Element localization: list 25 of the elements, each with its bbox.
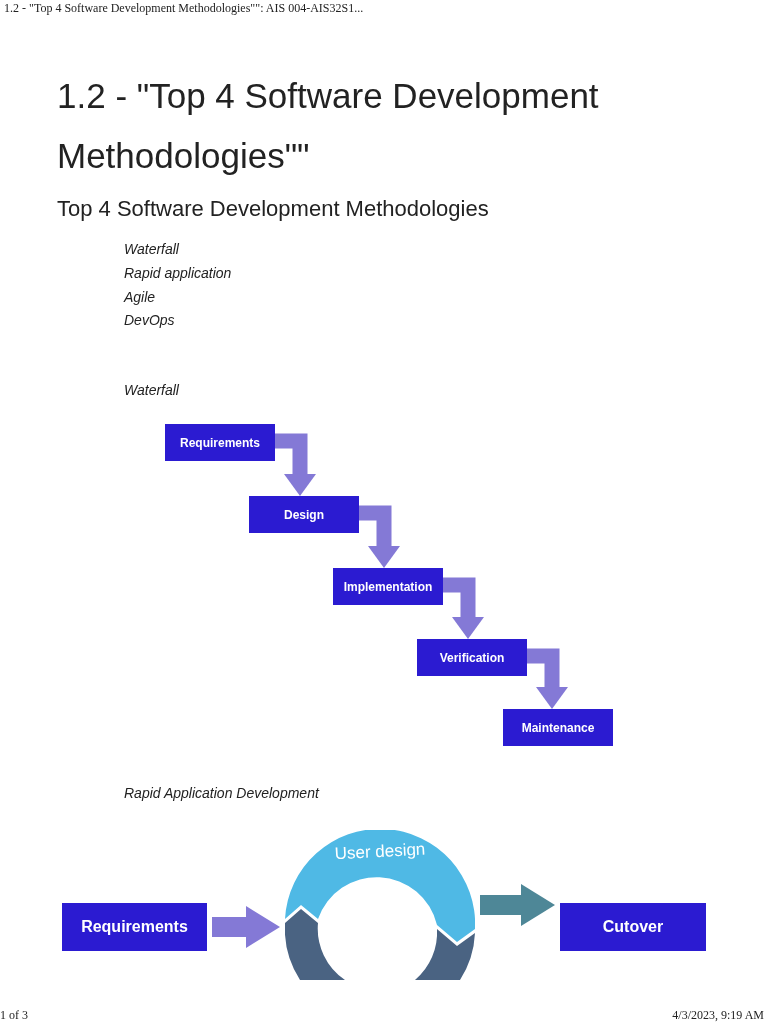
process-step: Cutover [560,903,706,951]
elbow-arrow [359,505,400,568]
block-arrow [480,884,555,926]
figure-caption: Rapid Application Development [124,785,319,801]
process-step: Maintenance [503,709,613,746]
process-step: Implementation [333,568,443,605]
list-item: Waterfall [124,241,179,257]
list-item: DevOps [124,312,175,328]
process-step: Requirements [62,903,207,951]
list-item: Agile [124,289,156,305]
page-header: 1.2 - "Top 4 Software Development Methodologies"": AIS 004-AIS32S1... [4,1,364,16]
elbow-arrow [527,648,568,709]
figure-caption: Waterfall [124,382,179,398]
page-footer: 1 of 3 [0,1008,28,1023]
arc-label: User design [333,838,427,866]
elbow-arrow [275,433,316,496]
list-item: Rapid application [124,265,232,281]
block-arrow [212,906,280,948]
process-step: Verification [417,639,527,676]
page-title: 1.2 - "Top 4 Software Development Methodologies"" [57,75,600,177]
process-step: Design [249,496,359,533]
process-step: Requirements [165,424,275,461]
elbow-arrow [443,577,484,639]
page-footer: 4/3/2023, 9:19 AM [672,1008,764,1023]
section-heading: Top 4 Software Development Methodologies [57,196,489,222]
